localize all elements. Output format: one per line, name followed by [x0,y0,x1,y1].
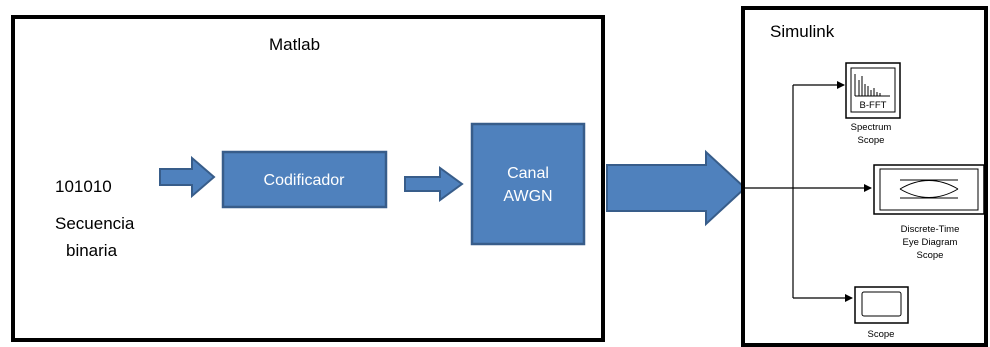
spectrum-caption-line2: Scope [858,135,885,146]
spectrum-caption-line1: Spectrum [851,122,892,133]
eye-diagram-inner [879,168,979,211]
spectrum-bars-icon [854,74,890,97]
channel-label-line2: AWGN [503,188,552,205]
eye-pattern-icon [899,179,959,199]
channel-label-line1: Canal [507,165,549,182]
simulink-title: Simulink [770,22,835,41]
spectrum-scope-inner [850,67,896,113]
encoder-label: Codificador [264,172,346,189]
arrow-encoder-to-channel [404,166,464,202]
input-bits: 101010 [55,177,112,196]
eye-caption-line2: Eye Diagram [903,237,958,248]
eye-caption-line3: Scope [917,250,944,261]
eye-caption-line1: Discrete-Time [901,224,960,235]
arrow-matlab-to-simulink [606,149,747,227]
spectrum-block-text: B-FFT [860,100,887,111]
scope-caption: Scope [868,329,895,340]
scope-inner [861,291,902,317]
arrow-input-to-encoder [159,155,216,199]
matlab-title: Matlab [269,35,320,54]
input-caption-line1: Secuencia [55,214,135,233]
input-caption-line2: binaria [66,241,118,260]
channel-block [470,122,586,246]
encoder-block [221,150,388,209]
